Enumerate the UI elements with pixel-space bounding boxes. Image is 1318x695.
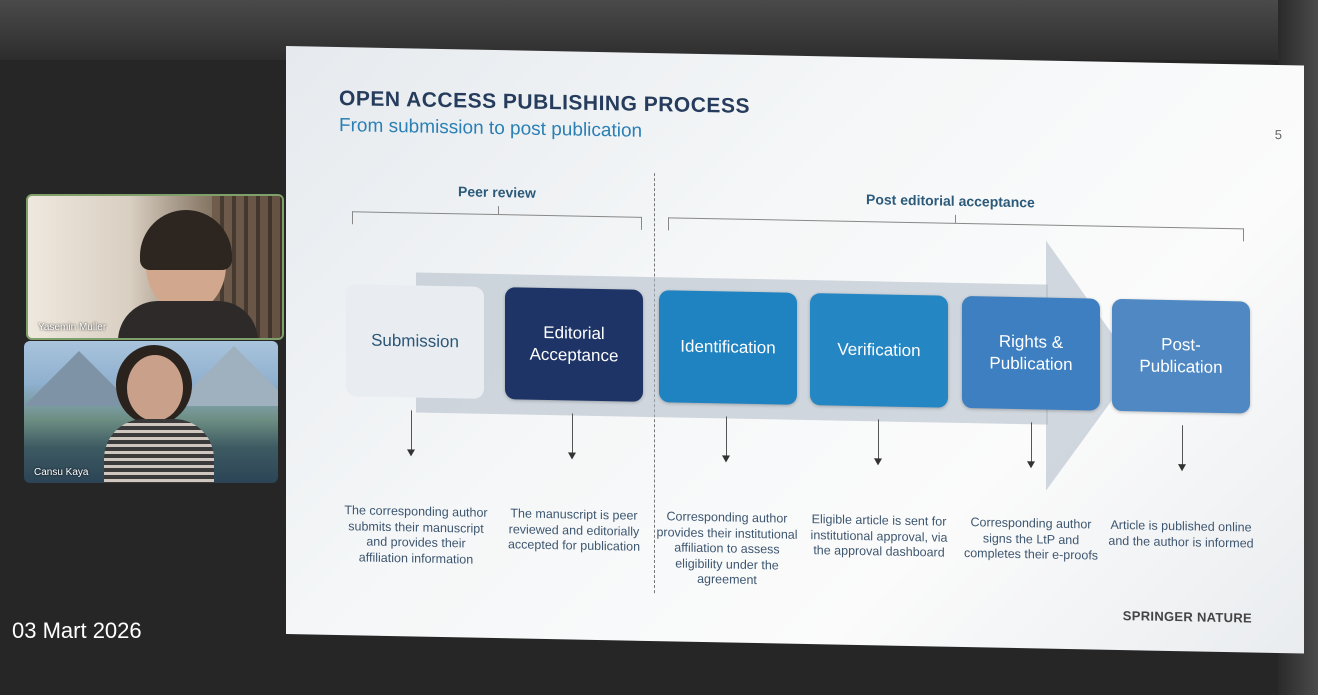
brace-post-acceptance: [668, 217, 1244, 242]
down-arrow: [726, 416, 727, 457]
down-arrow: [878, 419, 879, 460]
step-editorial-acceptance: Editorial Acceptance: [505, 287, 643, 402]
step-description: Eligible article is sent for institution…: [810, 512, 948, 560]
participant-2-video: [127, 355, 183, 421]
down-arrow: [1182, 425, 1183, 466]
step-description: The manuscript is peer reviewed and edit…: [507, 506, 641, 554]
participant-name: Cansu Kaya: [34, 467, 89, 478]
group-label-post-acceptance: Post editorial acceptance: [866, 191, 1035, 211]
step-description: Article is published online and the auth…: [1108, 517, 1254, 551]
slide-subtitle: From submission to post publication: [339, 115, 643, 142]
slide-page-number: 5: [1274, 126, 1282, 143]
step-identification: Identification: [659, 290, 797, 405]
brace-tick: [955, 214, 956, 223]
video-tile-participant-1[interactable]: Yasemin Muller: [26, 194, 284, 340]
participant-2-body: [104, 419, 214, 483]
springer-nature-logo: SPRINGER NATURE: [1122, 608, 1252, 626]
participant-1-body: [118, 301, 258, 338]
down-arrow: [572, 413, 573, 454]
step-rights-publication: Rights & Publication: [962, 295, 1100, 411]
participant-name: Yasemin Muller: [38, 322, 107, 333]
step-description: Corresponding author provides their inst…: [656, 509, 798, 588]
step-description: Corresponding author signs the LtP and c…: [963, 515, 1099, 563]
step-description: The corresponding author submits their m…: [344, 503, 488, 567]
down-arrow: [1031, 422, 1032, 463]
background-top: [0, 0, 1318, 60]
mountain-background-2: [24, 351, 134, 406]
step-post-publication: Post- Publication: [1112, 298, 1250, 414]
date-overlay: 03 Mart 2026: [12, 618, 142, 643]
brace-tick: [498, 206, 499, 215]
group-label-peer-review: Peer review: [458, 183, 536, 201]
slide-title: OPEN ACCESS PUBLISHING PROCESS: [339, 87, 750, 118]
mountain-background: [174, 346, 278, 406]
step-verification: Verification: [810, 293, 948, 408]
down-arrow: [411, 410, 412, 451]
brace-peer-review: [352, 211, 642, 230]
video-tile-participant-2[interactable]: Cansu Kaya: [24, 341, 278, 483]
shared-slide: OPEN ACCESS PUBLISHING PROCESS From subm…: [286, 46, 1304, 654]
step-submission: Submission: [346, 284, 484, 399]
